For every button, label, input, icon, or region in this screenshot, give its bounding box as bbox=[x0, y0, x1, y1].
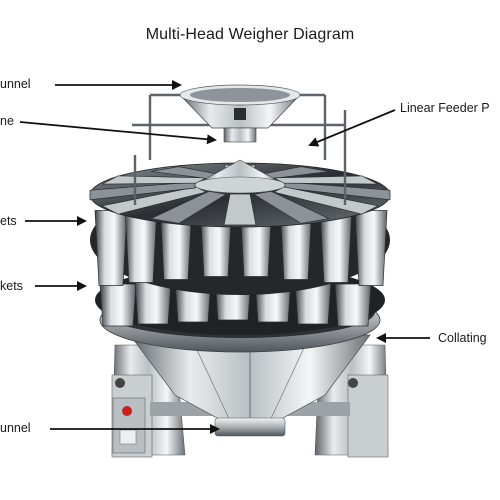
feeder-pan bbox=[272, 186, 379, 215]
feeder-pan bbox=[252, 190, 331, 224]
label-weigh-buckets: kets bbox=[0, 279, 23, 293]
pool-bucket bbox=[354, 210, 388, 286]
feeder-pan bbox=[101, 175, 207, 185]
weigh-bucket bbox=[134, 281, 172, 325]
top-cone bbox=[193, 159, 287, 194]
callout-arrows bbox=[19, 80, 430, 434]
label-infeed-funnel: unnel bbox=[0, 77, 31, 91]
label-top-cone: ne bbox=[0, 114, 14, 128]
label-linear-feeder: Linear Feeder P bbox=[400, 101, 490, 115]
control-panel bbox=[112, 397, 146, 454]
label-discharge-funnel: unnel bbox=[0, 421, 31, 435]
diagram-title: Multi-Head Weigher Diagram bbox=[145, 26, 355, 43]
weigh-bucket bbox=[334, 283, 372, 327]
label-collating-chute: Collating bbox=[438, 331, 487, 345]
infeed-funnel bbox=[179, 84, 301, 143]
feeder-pan bbox=[223, 193, 257, 226]
label-pool-buckets: ets bbox=[0, 214, 17, 228]
weigh-bucket bbox=[99, 283, 137, 327]
arrow-linear-feeder bbox=[308, 109, 396, 147]
feeder-pan bbox=[149, 190, 228, 224]
arrow-top-cone bbox=[19, 121, 217, 145]
linear-feeder-pans bbox=[89, 164, 391, 226]
emergency-stop-icon bbox=[122, 406, 132, 416]
pool-bucket bbox=[94, 210, 128, 286]
